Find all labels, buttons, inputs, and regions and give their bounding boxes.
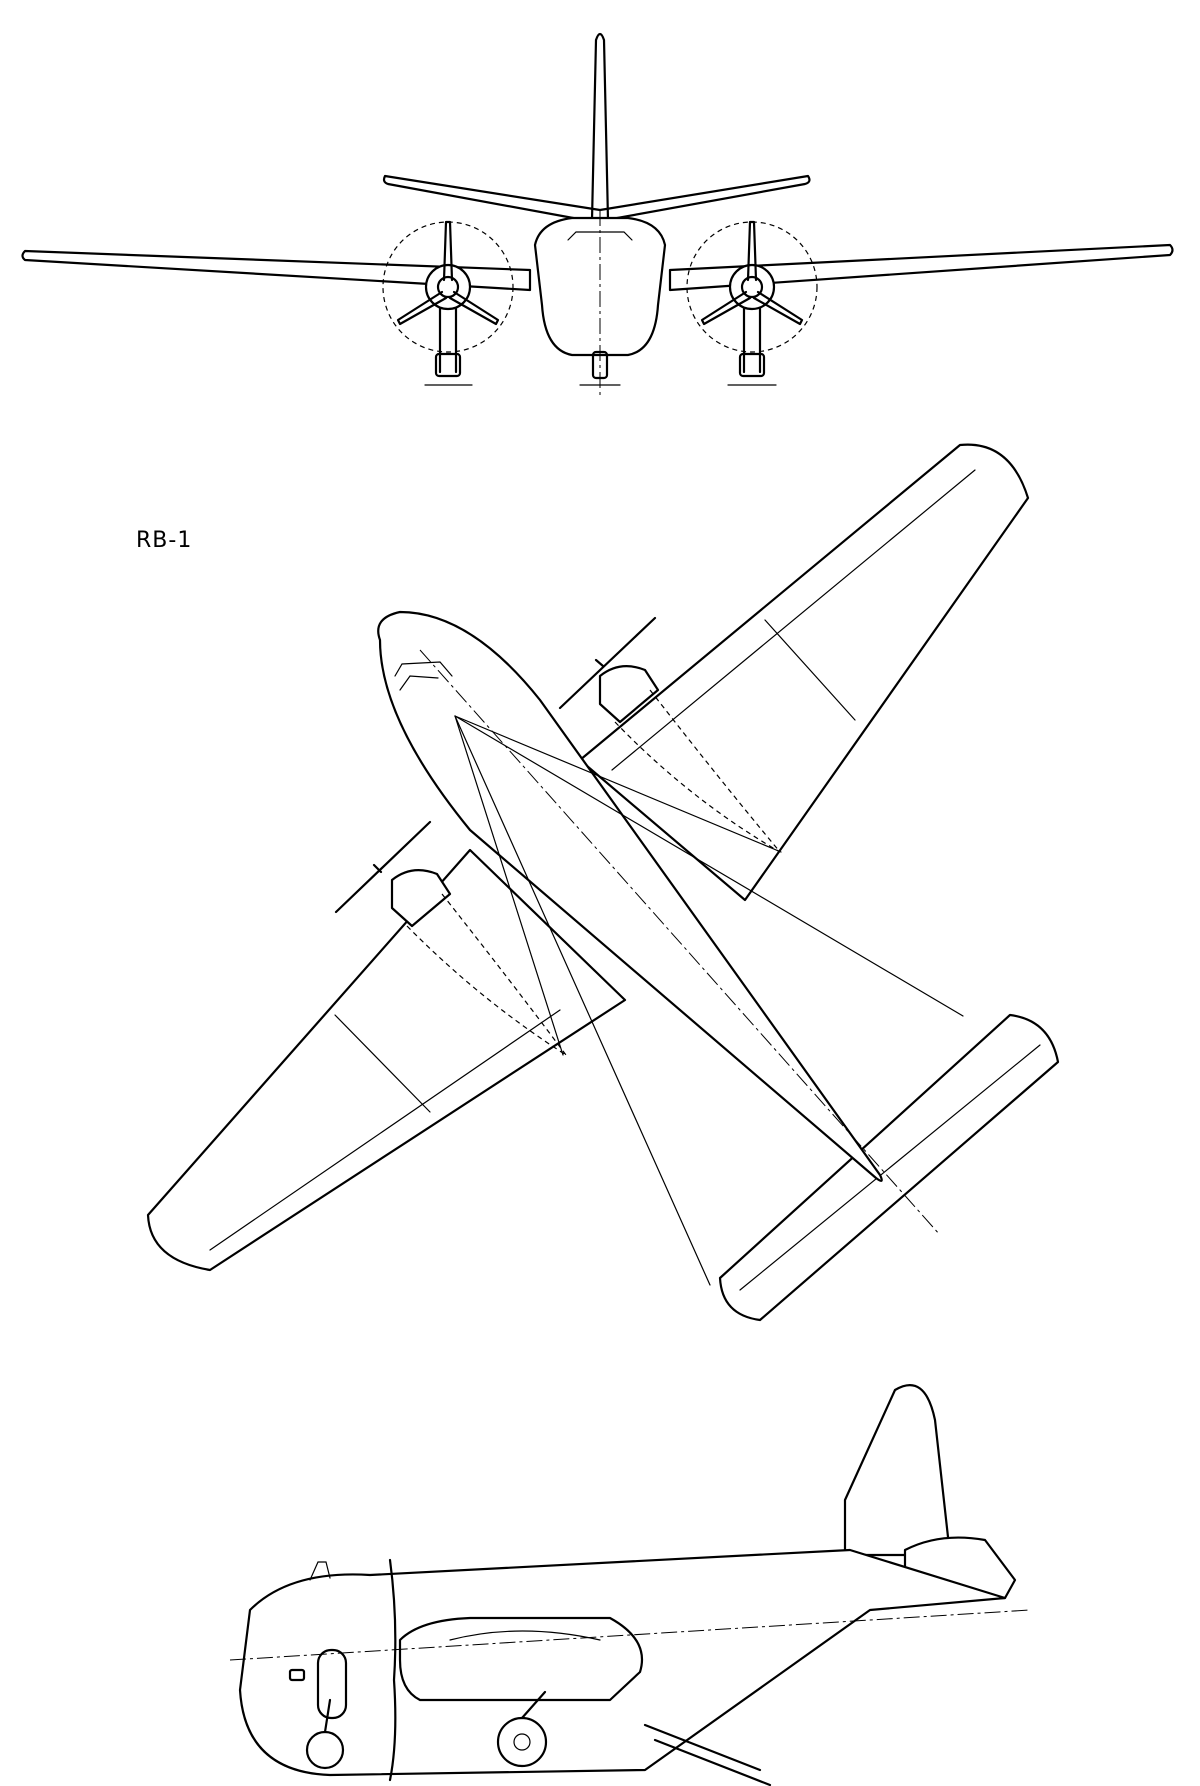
front-view-tailplane <box>382 174 811 224</box>
aircraft-designation-label: RB-1 <box>136 528 193 553</box>
plan-view-right-propeller <box>558 616 657 710</box>
plan-view-tailplane <box>718 1013 1060 1322</box>
plan-view-left-nacelle <box>390 869 452 928</box>
side-view-fin <box>843 1384 952 1557</box>
front-view-left-prop-disc <box>382 221 514 353</box>
front-view-right-gear <box>727 306 777 386</box>
side-view-ramp <box>643 1723 772 1786</box>
plan-view-left-wing <box>146 848 627 1272</box>
front-view-left-propeller <box>396 220 500 326</box>
front-view-right-propeller <box>700 220 804 326</box>
front-view <box>21 32 1174 395</box>
plan-view-cockpit <box>394 661 453 691</box>
plan-view-left-propeller <box>334 820 432 914</box>
side-view <box>229 1384 1031 1786</box>
front-view-fin <box>590 32 610 222</box>
plan-view-right-nacelle <box>598 665 660 724</box>
side-view-main-wheel <box>496 1716 548 1768</box>
front-view-nose-gear <box>579 350 621 386</box>
plan-view-fuselage <box>377 610 883 1182</box>
side-view-door <box>316 1648 348 1720</box>
side-view-propeller <box>388 1558 397 1782</box>
front-view-left-gear <box>424 306 473 386</box>
plan-view <box>146 443 1060 1322</box>
side-view-nose-wheel <box>305 1730 345 1770</box>
side-view-engine-nacelle <box>398 1616 644 1702</box>
plan-view-right-wing <box>578 443 1030 902</box>
front-view-right-prop-disc <box>686 221 818 353</box>
